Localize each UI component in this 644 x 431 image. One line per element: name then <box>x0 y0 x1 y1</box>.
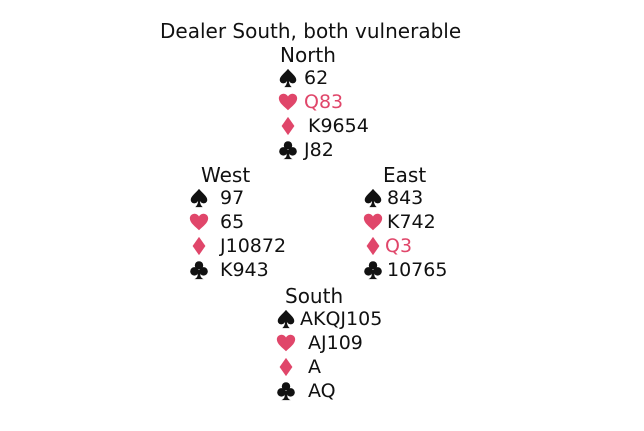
south-diamonds: A <box>308 356 321 378</box>
east-spades-row: 843 <box>361 186 447 210</box>
north-diamonds: K9654 <box>308 115 369 137</box>
north-hearts-row: Q83 <box>276 90 369 114</box>
diamond-icon <box>187 235 211 257</box>
west-hearts-row: 65 <box>187 210 286 234</box>
diamond-icon <box>361 235 385 257</box>
west-diamonds: J10872 <box>220 235 287 257</box>
west-spades: 97 <box>220 187 245 209</box>
east-hearts: K742 <box>387 211 436 233</box>
north-diamonds-row: K9654 <box>276 114 369 138</box>
south-hearts: AJ109 <box>308 332 363 354</box>
heart-icon <box>276 91 300 113</box>
west-label: West <box>201 163 251 187</box>
north-hearts: Q83 <box>304 91 344 113</box>
heart-icon <box>187 211 211 233</box>
north-clubs-row: J82 <box>276 138 369 162</box>
south-hand: AKQJ105 AJ109 A AQ <box>274 307 382 403</box>
club-icon <box>276 139 300 161</box>
south-label: South <box>285 284 344 308</box>
west-clubs-row: K943 <box>187 258 286 282</box>
south-clubs: AQ <box>308 380 336 402</box>
west-clubs: K943 <box>220 259 269 281</box>
south-spades: AKQJ105 <box>300 308 383 330</box>
spade-icon <box>276 67 300 89</box>
east-clubs-row: 10765 <box>361 258 447 282</box>
west-diamonds-row: J10872 <box>187 234 286 258</box>
heart-icon <box>361 211 385 233</box>
west-hearts: 65 <box>220 211 245 233</box>
north-hand: 62 Q83 K9654 J82 <box>276 66 369 162</box>
east-diamonds: Q3 <box>385 235 413 257</box>
deal-title: Dealer South, both vulnerable <box>160 19 462 43</box>
club-icon <box>274 380 298 402</box>
spade-icon <box>187 187 211 209</box>
east-diamonds-row: Q3 <box>361 234 447 258</box>
north-label: North <box>280 43 336 67</box>
east-label: East <box>383 163 427 187</box>
east-spades: 843 <box>387 187 424 209</box>
west-spades-row: 97 <box>187 186 286 210</box>
heart-icon <box>274 332 298 354</box>
club-icon <box>187 259 211 281</box>
diamond-icon <box>274 356 298 378</box>
east-hearts-row: K742 <box>361 210 447 234</box>
south-clubs-row: AQ <box>274 379 382 403</box>
spade-icon <box>361 187 385 209</box>
south-hearts-row: AJ109 <box>274 331 382 355</box>
north-spades-row: 62 <box>276 66 369 90</box>
south-spades-row: AKQJ105 <box>274 307 382 331</box>
south-diamonds-row: A <box>274 355 382 379</box>
club-icon <box>361 259 385 281</box>
east-hand: 843 K742 Q3 10765 <box>361 186 447 282</box>
north-spades: 62 <box>304 67 329 89</box>
east-clubs: 10765 <box>387 259 448 281</box>
west-hand: 97 65 J10872 K943 <box>187 186 286 282</box>
diamond-icon <box>276 115 300 137</box>
spade-icon <box>274 308 298 330</box>
north-clubs: J82 <box>304 139 334 161</box>
